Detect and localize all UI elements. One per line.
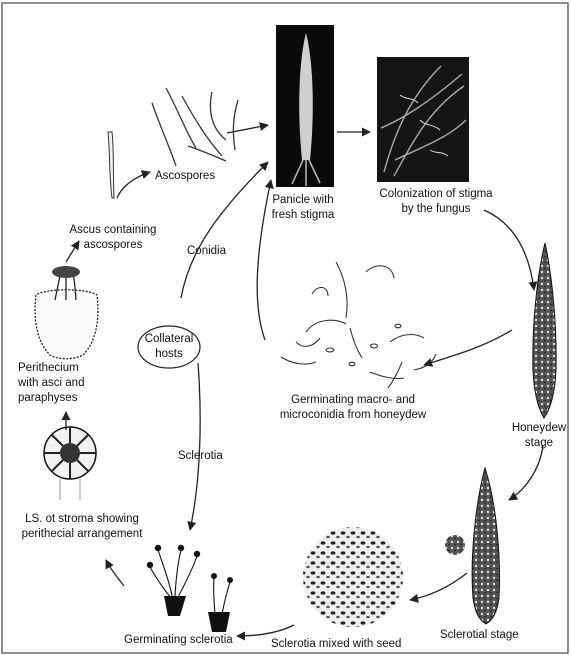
label-ls-stroma: LS. ot stroma showing perithecial arrang… bbox=[6, 512, 158, 542]
germinating-sclerotia-drawing bbox=[150, 550, 230, 615]
panicle-photo bbox=[276, 25, 334, 187]
colonization-photo bbox=[377, 57, 469, 182]
ascus-drawing bbox=[108, 132, 114, 198]
label-conidia: Conidia bbox=[187, 244, 226, 259]
label-colonization: Colonization of stigma by the fungus bbox=[366, 187, 506, 217]
label-panicle: Panicle with fresh stigma bbox=[263, 193, 343, 223]
conidia-drawing bbox=[281, 262, 436, 388]
sclerotial-panicle bbox=[472, 468, 499, 624]
seed-mix bbox=[303, 527, 403, 627]
label-germinating-conidia: Germinating macro- and microconidia from… bbox=[274, 393, 432, 423]
label-honeydew: Honeydew stage bbox=[507, 421, 571, 451]
germinating-sclerotia-heads bbox=[147, 545, 233, 632]
label-germinating-sclerotia: Germinating sclerotia bbox=[124, 633, 233, 648]
stroma-section-drawing bbox=[44, 427, 96, 500]
ascospores-drawing bbox=[152, 88, 238, 166]
honeydew-panicle bbox=[533, 243, 556, 418]
label-sclerotia-seed: Sclerotia mixed with seed bbox=[271, 637, 401, 652]
label-sclerotial-stage: Sclerotial stage bbox=[440, 628, 519, 643]
perithecium-drawing bbox=[35, 266, 98, 359]
label-collateral-hosts: Collateral hosts bbox=[139, 332, 199, 362]
sclerotium-small bbox=[445, 535, 465, 555]
label-sclerotia: Sclerotia bbox=[178, 449, 223, 464]
label-perithecium: Perithecium with asci and paraphyses bbox=[18, 361, 84, 406]
label-ascus: Ascus containing ascospores bbox=[50, 223, 176, 253]
label-ascospores: Ascospores bbox=[155, 169, 215, 184]
